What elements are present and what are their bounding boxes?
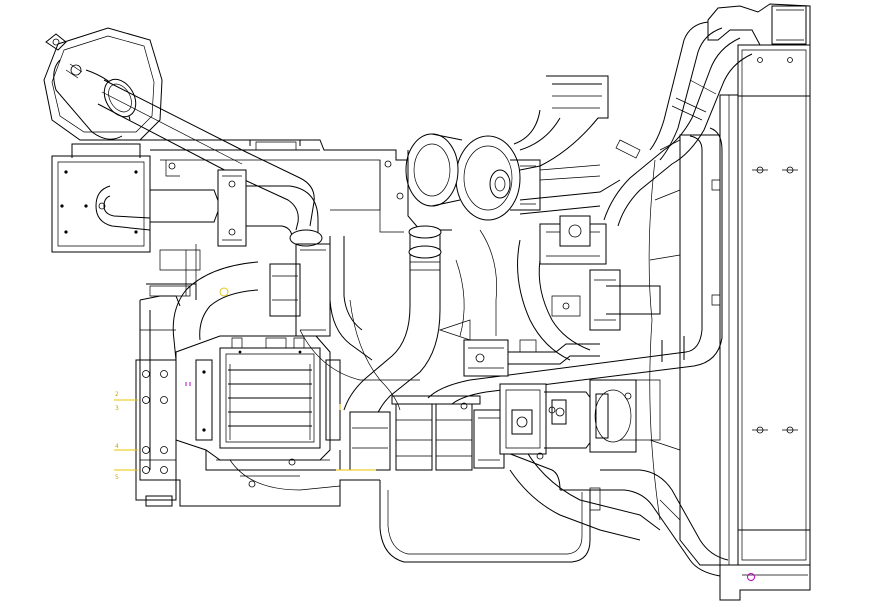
alternator	[590, 380, 636, 452]
upper-coolant-hose	[604, 22, 752, 226]
callout-label-2: 2	[115, 391, 119, 398]
charge-air-pipes	[428, 128, 728, 576]
detail-piping	[160, 160, 660, 490]
callout-label-3: 3	[115, 405, 119, 412]
fuel-injection-pump	[464, 340, 600, 376]
front-pulleys	[518, 216, 660, 360]
oil-pan	[380, 480, 590, 562]
radiator-bolts	[752, 58, 798, 434]
fuel-filters	[350, 396, 504, 470]
callout-label-5: 5	[115, 474, 119, 481]
turbocharger	[385, 76, 620, 230]
intake-manifold	[52, 144, 322, 252]
starter-motor	[500, 384, 592, 454]
charge-air-downpipe	[330, 226, 441, 430]
air-intake-assembly	[44, 28, 314, 230]
valve-cover	[140, 140, 410, 210]
mount-bolts	[143, 371, 168, 474]
oil-cooler-block	[176, 336, 340, 470]
radiator-assembly	[649, 4, 810, 600]
left-mounting-plate	[136, 360, 190, 506]
callout-leaders	[114, 400, 376, 470]
callout-labels: 2 3 4 5	[115, 391, 119, 481]
callout-label-4: 4	[115, 443, 119, 450]
drain-marker	[748, 574, 755, 581]
intercooler-elbow	[173, 244, 330, 360]
manifold-bolts	[60, 170, 138, 234]
